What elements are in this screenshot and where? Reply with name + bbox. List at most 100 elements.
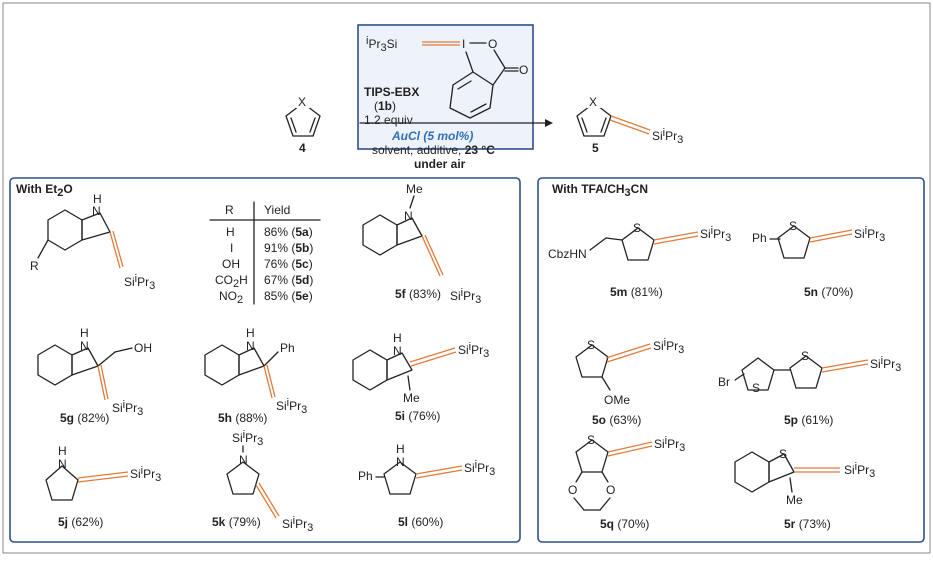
compound-5g: N H OH SiiPr3 5g (82%) [37,326,152,425]
svg-text:OMe: OMe [604,393,630,407]
compound-5j: N H SiiPr3 5j (62%) [45,444,161,529]
furan-ring-4 [285,102,321,137]
svg-text:N: N [396,455,405,469]
alk-a1 [109,231,121,269]
left-panel-title: With Et2O [16,182,73,199]
yield-table: R Yield H 86% (5a) I 91% (5b) OH 76% (5c… [209,201,321,306]
table-row: CO2H 67% (5d) [215,273,313,290]
svg-text:O: O [568,483,577,497]
svg-text:86% (5a): 86% (5a) [264,225,313,239]
svg-text:Me: Me [786,493,803,507]
svg-text:85% (5e): 85% (5e) [264,289,313,303]
nme-bond [409,195,415,209]
tips-5g: SiiPr3 [112,399,143,418]
svg-text:S: S [587,433,595,447]
svg-text:H: H [226,225,235,239]
svg-text:67% (5d): 67% (5d) [264,273,313,287]
right-panel-title: With TFA/CH3CN [552,182,648,199]
ring5-db2 [600,117,607,133]
svg-text:91% (5b): 91% (5b) [264,241,313,255]
svg-text:N: N [404,209,413,223]
reagent-box: iPr3Si I O O TIPS-EBX (1b) 1.2 equiv [357,24,534,150]
left-panel-frame [9,177,521,543]
compound-5l: Ph N H SiiPr3 5l (60%) [358,442,495,529]
benz-db2 [470,103,487,113]
svg-text:N: N [239,453,248,467]
o-c-bond [493,49,506,69]
label-5o: 5o (63%) [592,413,641,427]
atom-n-a: N [92,204,101,218]
ring-5 [576,102,612,137]
tips-5p: SiiPr3 [870,355,901,374]
compound-5m: CbzHN S SiiPr3 5m (81%) [548,221,731,299]
reagent-code: (1b) [374,99,396,113]
ring5-db1 [581,117,588,133]
hetero-x-4: X [298,95,306,109]
product-alkyne-2 [609,119,650,135]
label-5n: 5n (70%) [804,285,853,299]
tips-5m: SiiPr3 [700,225,731,244]
label-5p: 5p (61%) [784,413,833,427]
svg-text:N: N [58,457,67,471]
label-5j: 5j (62%) [58,515,103,529]
svg-text:I: I [230,241,233,255]
svg-text:H: H [58,444,67,458]
substrate-4: X 4 [285,94,321,155]
ring-oxygen: O [488,37,497,51]
svg-text:N: N [393,344,402,358]
table-row: I 91% (5b) [230,241,313,255]
alk-a2 [112,230,124,268]
tips-5f: SiiPr3 [450,287,481,306]
table-header-yield: Yield [264,203,290,217]
ring4-db1 [290,117,297,133]
tips-5r: SiiPr3 [844,461,875,480]
svg-text:OH: OH [222,257,240,271]
table-row: NO2 85% (5e) [219,289,313,306]
compound-5n: Ph S SiiPr3 5n (70%) [752,219,885,299]
product-5: X SiiPr3 5 [576,94,683,155]
compound-5o: S SiiPr3 OMe 5o (63%) [575,337,684,427]
product-tips: SiiPr3 [652,127,683,146]
tips-5o: SiiPr3 [653,337,684,356]
i-aryl-bond [465,51,474,73]
tips-5q: SiiPr3 [654,435,685,454]
label-5m: 5m (81%) [610,285,663,299]
compound-4-label: 4 [299,141,306,155]
svg-text:S: S [752,381,760,395]
label-5k: 5k (79%) [212,515,261,529]
svg-text:S: S [801,349,809,363]
label-5i: 5i (76%) [395,409,440,423]
c-ring-bond [492,67,506,86]
svg-text:CO2H: CO2H [215,273,248,290]
svg-text:Br: Br [718,375,730,389]
label-5q: 5q (70%) [600,517,649,531]
svg-text:S: S [779,447,787,461]
tips-5i: SiiPr3 [458,341,489,360]
svg-text:N: N [246,339,255,353]
reagent-frame [357,24,534,150]
iodine-atom: I [462,37,465,51]
table-row: H 86% (5a) [226,225,313,239]
compound-5r: S SiiPr3 Me 5r (73%) [734,447,875,531]
reagent-tips-text: iPr3Si [366,35,397,54]
label-5g: 5g (82%) [60,411,109,425]
compound-5p: Br S S SiiPr3 5p (61%) [718,349,901,427]
svg-text:S: S [633,221,641,235]
svg-text:O: O [606,483,615,497]
label-5l: 5l (60%) [398,515,443,529]
atom-r-a: R [30,259,39,273]
r-bond-a [37,239,49,259]
svg-text:H: H [246,326,255,340]
indole-5a-e: N H R SiiPr3 [30,192,155,292]
label-5h: 5h (88%) [218,411,267,425]
svg-text:N: N [80,339,89,353]
svg-text:CbzHN: CbzHN [548,247,587,261]
tips-5k-n: SiiPr3 [232,429,263,448]
compound-5h: N H Ph SiiPr3 5h (88%) [204,326,307,425]
svg-text:H: H [393,331,402,345]
svg-text:OH: OH [134,341,152,355]
table-row: OH 76% (5c) [222,257,313,271]
benz-db1 [457,80,472,90]
compound-5i: N H SiiPr3 Me 5i (76%) [352,331,489,423]
